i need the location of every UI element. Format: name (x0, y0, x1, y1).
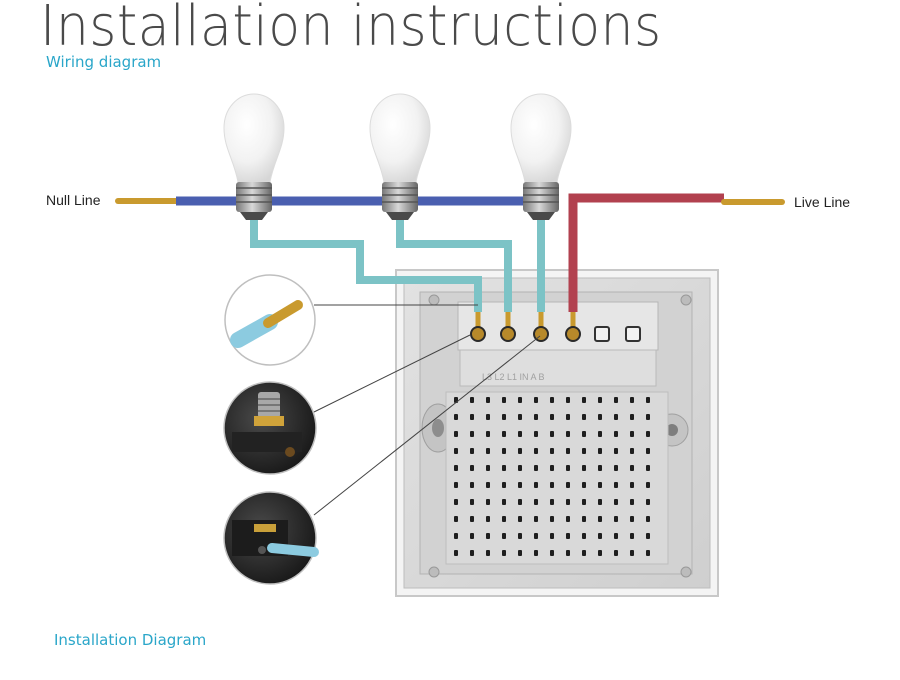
null-line-label: Null Line (46, 192, 101, 208)
detail-wire-inserted (223, 491, 319, 585)
live-line-label: Live Line (794, 194, 850, 210)
callout-lines (313, 304, 541, 516)
load-wire-1 (250, 214, 482, 312)
detail-terminal-screw (223, 381, 317, 475)
bulb-2 (369, 93, 431, 220)
wiring-diagram-subtitle: Wiring diagram (46, 53, 162, 71)
terminal-marks: L3 L2 L1 IN A B (482, 372, 545, 382)
installation-diagram-caption: Installation Diagram (54, 631, 207, 649)
load-wires (250, 214, 545, 312)
live-wire (568, 193, 785, 312)
load-wire-2 (396, 214, 512, 312)
bulb-3 (510, 93, 572, 220)
bulb-1 (223, 93, 285, 220)
terminal-screws (470, 312, 581, 342)
switch-back-panel: L3 L2 L1 IN A B (395, 269, 719, 597)
page-title: Installation instructions (40, 0, 662, 59)
detail-stripped-wire (224, 274, 316, 366)
